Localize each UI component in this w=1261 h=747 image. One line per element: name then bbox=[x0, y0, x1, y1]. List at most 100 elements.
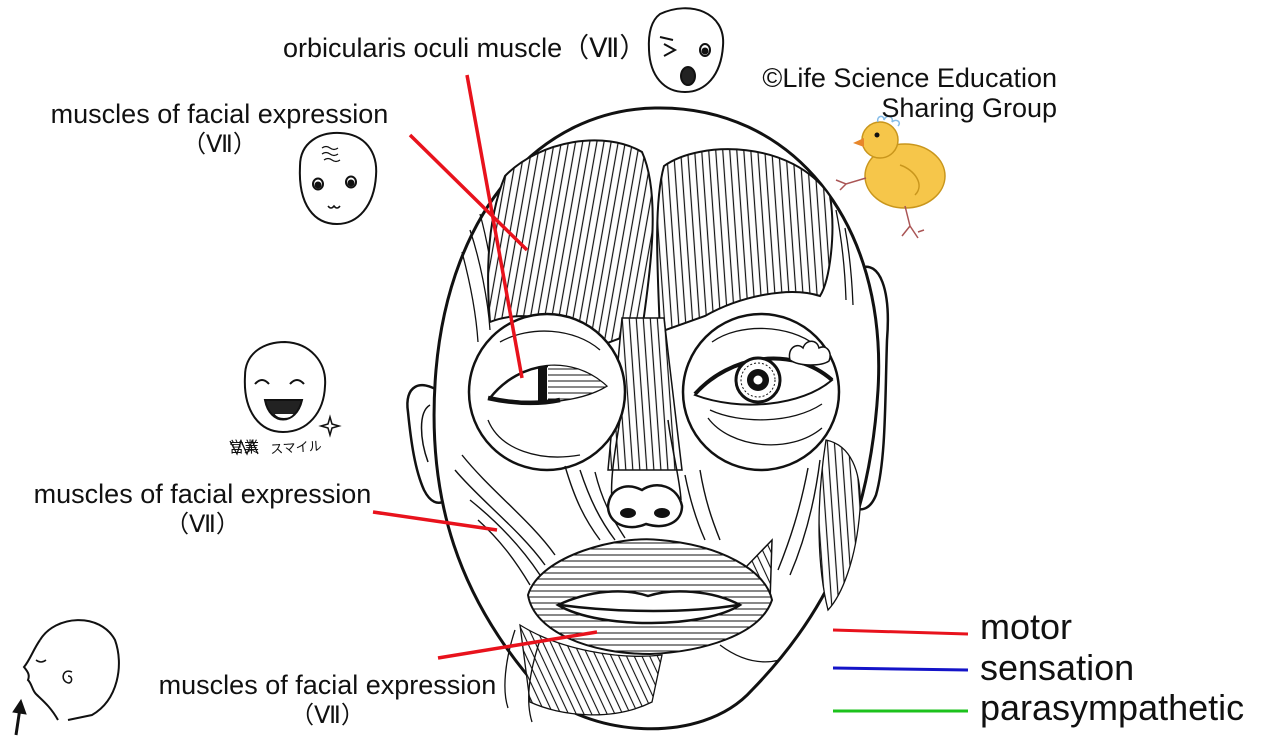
right-orbit-inner-arc bbox=[707, 417, 823, 446]
left-ear-inner bbox=[420, 404, 431, 463]
legend-label-sensation: sensation bbox=[980, 647, 1135, 688]
zygomaticus-line bbox=[454, 469, 546, 566]
right-cheek-line bbox=[789, 459, 821, 576]
right-cheek-line bbox=[777, 467, 809, 571]
depressor-muscle bbox=[519, 623, 663, 716]
open-mouth bbox=[680, 66, 696, 86]
lips bbox=[555, 590, 743, 625]
left-eye bbox=[312, 177, 324, 191]
forehead-wrinkle bbox=[321, 151, 339, 157]
baby-closed-eye bbox=[35, 659, 47, 663]
cheek-muscle-lines bbox=[454, 454, 821, 586]
chick-head bbox=[861, 121, 899, 159]
face-outline bbox=[298, 131, 378, 226]
tongue bbox=[273, 413, 295, 419]
copyright-credit: ©Life Science Education Sharing Group bbox=[762, 63, 1057, 123]
chick-tuft bbox=[876, 115, 901, 127]
levator-labii-line bbox=[579, 469, 616, 541]
left-eye-dark-bar bbox=[538, 365, 547, 402]
cranial-nerve: （Ⅶ） bbox=[290, 701, 365, 729]
chick-leg bbox=[901, 205, 925, 239]
credit-line-1: ©Life Science Education bbox=[762, 63, 1057, 93]
open-eye bbox=[699, 43, 711, 57]
chick-back-leg bbox=[835, 177, 867, 191]
winking-face-doodle bbox=[647, 7, 725, 94]
muscle-name: muscles of facial expression bbox=[33, 479, 372, 509]
temporalis-line bbox=[461, 251, 479, 343]
temporalis-line bbox=[844, 227, 854, 306]
legend-line-sensation bbox=[832, 666, 969, 672]
right-eye bbox=[345, 175, 357, 189]
right-eye-lower-lid bbox=[709, 403, 823, 421]
arrow-up-head-icon bbox=[12, 698, 27, 715]
label-facial-expression-middle: muscles of facial expression （Ⅶ） bbox=[30, 479, 375, 539]
left-pupil bbox=[314, 181, 322, 189]
right-cheek-line bbox=[684, 474, 706, 541]
nasal-bridge-line bbox=[667, 419, 682, 501]
zygomaticus-line bbox=[469, 499, 541, 576]
chick-eye bbox=[874, 132, 880, 138]
right-pupil-highlight bbox=[753, 375, 763, 385]
chin-line bbox=[528, 639, 541, 723]
smiling-face-doodle bbox=[229, 340, 342, 456]
muscle-name: muscles of facial expression bbox=[50, 99, 389, 129]
nose bbox=[606, 484, 684, 529]
baby-face-profile bbox=[22, 639, 59, 721]
masseter bbox=[818, 439, 861, 612]
chick-doodle bbox=[835, 115, 946, 239]
doodle-crossed-word: 営業 bbox=[229, 438, 260, 456]
pointer-line-orbicularis-oculi bbox=[465, 74, 524, 379]
muscle-name: muscles of facial expression bbox=[158, 670, 497, 700]
chin-lines bbox=[504, 629, 781, 723]
right-pupil bbox=[347, 179, 355, 187]
right-iris-ring bbox=[740, 362, 776, 398]
winking-face-outline bbox=[647, 7, 725, 94]
cranial-nerve: （Ⅶ） bbox=[182, 130, 257, 158]
right-eye-open bbox=[693, 340, 834, 421]
wrinkled-forehead-face-doodle bbox=[298, 131, 378, 226]
label-orbicularis-oculi: orbicularis oculi muscle（Ⅶ） bbox=[283, 33, 647, 63]
face-outline bbox=[243, 340, 327, 434]
happy-eye bbox=[289, 379, 305, 385]
scribble-over-word bbox=[229, 439, 259, 456]
pointer-line-facial-expression-upper bbox=[408, 133, 529, 252]
chin-line bbox=[719, 644, 781, 663]
temporalis-line bbox=[835, 209, 847, 301]
left-eye-lashes bbox=[487, 395, 561, 406]
forehead-wrinkle bbox=[321, 145, 339, 151]
mouth bbox=[327, 204, 341, 209]
right-frontalis bbox=[656, 148, 834, 334]
credit-line-2: Sharing Group bbox=[881, 93, 1057, 123]
levator-labii-line bbox=[564, 465, 601, 541]
pointer-line-facial-expression-lower bbox=[437, 630, 598, 660]
mouth-line bbox=[559, 603, 739, 613]
baby-ear bbox=[62, 670, 73, 684]
pointer-line-facial-expression-middle bbox=[372, 510, 498, 532]
right-cheek-line bbox=[699, 469, 721, 541]
right-orbit-inner-arc bbox=[711, 327, 816, 346]
doodle-caption: スマイル bbox=[269, 439, 323, 458]
legend-label-parasympathetic: parasympathetic bbox=[980, 687, 1245, 728]
zygomaticus-line bbox=[477, 519, 531, 586]
legend-label-motor: motor bbox=[980, 606, 1073, 647]
left-frontalis bbox=[487, 139, 654, 347]
wink-eye bbox=[663, 43, 678, 57]
chick-wing bbox=[899, 164, 920, 196]
forehead-wrinkle bbox=[323, 157, 341, 163]
happy-eye bbox=[254, 379, 270, 385]
left-orbit-inner-arc bbox=[499, 330, 601, 351]
label-facial-expression-upper: muscles of facial expression （Ⅶ） bbox=[47, 99, 392, 159]
right-nostril bbox=[654, 508, 670, 518]
wink-brow bbox=[659, 36, 674, 41]
open-eye-pupil bbox=[701, 47, 709, 55]
left-nostril bbox=[620, 508, 636, 518]
baby-profile-doodle bbox=[12, 619, 120, 736]
chin-line bbox=[504, 629, 516, 709]
zygomaticus-line bbox=[461, 454, 556, 556]
baby-head-outline bbox=[39, 619, 120, 721]
right-eyebrow-curl bbox=[788, 340, 831, 366]
legend-line-motor bbox=[832, 628, 969, 636]
label-facial-expression-lower: muscles of facial expression （Ⅶ） bbox=[155, 670, 500, 730]
